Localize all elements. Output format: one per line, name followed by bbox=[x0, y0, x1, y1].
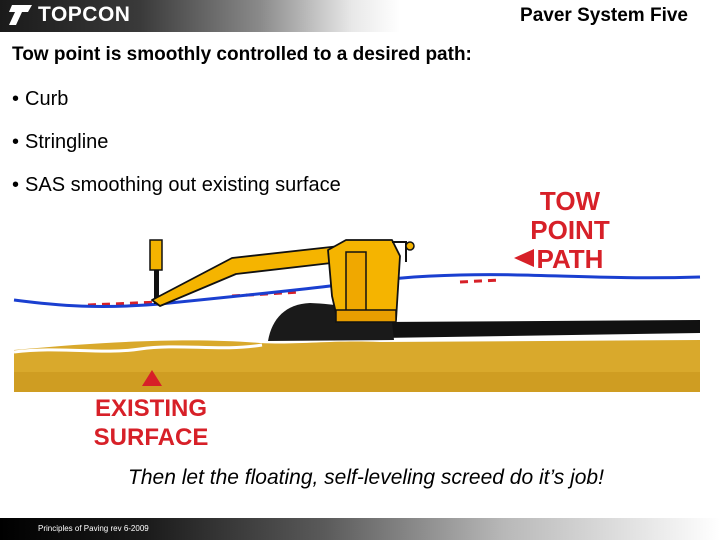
existing-label-line-2: SURFACE bbox=[94, 424, 209, 451]
screed-plate bbox=[335, 309, 397, 323]
header-bar: TOPCON Paver System Five bbox=[0, 0, 720, 32]
existing-surface-arrow-icon bbox=[142, 370, 162, 386]
tow-point-path-line bbox=[13, 273, 701, 309]
crank-knob bbox=[405, 241, 415, 251]
sensor-mast bbox=[149, 239, 163, 271]
topcon-mark-icon bbox=[9, 5, 32, 25]
tow-point-arrow-icon bbox=[514, 249, 534, 267]
tow-label-line-1: TOW bbox=[540, 186, 601, 216]
bullet-marker: • bbox=[12, 174, 20, 196]
asphalt-mat bbox=[380, 320, 700, 338]
slide-title: Paver System Five bbox=[520, 5, 688, 26]
bullet-text: Stringline bbox=[25, 131, 109, 153]
bullet-item: •SAS smoothing out existing surface bbox=[12, 172, 341, 215]
ground-lower bbox=[14, 372, 700, 392]
topcon-logo: TOPCON bbox=[8, 3, 130, 27]
tow-label-line-3: PATH bbox=[537, 244, 604, 274]
closing-line: Then let the floating, self-leveling scr… bbox=[128, 466, 604, 489]
existing-surface bbox=[13, 343, 263, 354]
reference-dashes bbox=[87, 278, 501, 307]
bullet-marker: • bbox=[12, 131, 20, 153]
footer-bar: Principles of Paving rev 6-2009 bbox=[0, 518, 720, 540]
ground-base bbox=[14, 340, 700, 372]
paver-illustration: TOW POINT PATH EXISTING SURFACE bbox=[13, 185, 701, 452]
screed-column bbox=[345, 251, 367, 313]
logo-band: TOPCON bbox=[0, 0, 400, 32]
footer-text: Principles of Paving rev 6-2009 bbox=[38, 524, 149, 533]
tow-arm bbox=[151, 245, 341, 307]
slide-heading: Tow point is smoothly controlled to a de… bbox=[12, 44, 472, 65]
screed-crank bbox=[392, 241, 407, 262]
bullet-list: •Curb •Stringline •SAS smoothing out exi… bbox=[12, 86, 341, 215]
bullet-item: •Stringline bbox=[12, 129, 341, 172]
bullet-text: Curb bbox=[25, 88, 69, 110]
bullet-text: SAS smoothing out existing surface bbox=[25, 174, 341, 196]
tow-label-line-2: POINT bbox=[530, 215, 610, 245]
bullet-marker: • bbox=[12, 88, 20, 110]
logo-text: TOPCON bbox=[38, 3, 131, 26]
sensor-pole bbox=[154, 270, 159, 304]
bullet-item: •Curb bbox=[12, 86, 341, 129]
existing-label-line-1: EXISTING bbox=[95, 395, 207, 422]
